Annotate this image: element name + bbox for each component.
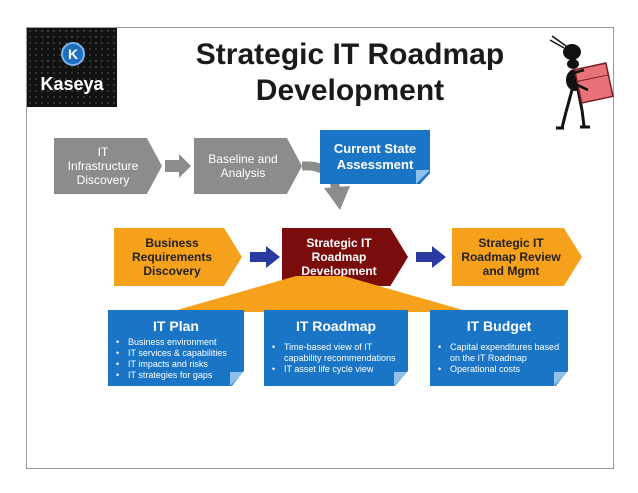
business-requirements-step: Business Requirements Discovery <box>114 228 242 286</box>
baseline-and-analysis-label: Baseline and Analysis <box>208 152 278 180</box>
it-budget-list: Capital expenditures based on the IT Roa… <box>436 342 562 375</box>
it-budget-title: IT Budget <box>466 318 532 334</box>
list-item: IT impacts and risks <box>114 359 238 370</box>
it-plan-title: IT Plan <box>153 318 199 334</box>
it-budget-card: IT Budget Capital expenditures based on … <box>430 310 568 386</box>
current-state-assessment-card: Current State Assessment <box>320 130 430 184</box>
it-infrastructure-discovery-label: IT Infrastructure Discovery <box>67 145 139 187</box>
kaseya-logo: K Kaseya <box>27 28 117 107</box>
list-item: Business environment <box>114 337 238 348</box>
it-plan-list: Business environment IT services & capab… <box>114 337 238 381</box>
list-item: Time-based view of IT capability recomme… <box>270 342 402 364</box>
it-infrastructure-discovery-step: IT Infrastructure Discovery <box>54 138 162 194</box>
list-item: IT strategies for gaps <box>114 370 238 381</box>
roadmap-review-label: Strategic IT Roadmap Review and Mgmt <box>461 236 561 278</box>
list-item: Operational costs <box>436 364 562 375</box>
roadmap-review-step: Strategic IT Roadmap Review and Mgmt <box>452 228 582 286</box>
right-arrow-icon <box>165 154 191 178</box>
title-line-2: Development <box>255 74 445 107</box>
logo-wordmark: Kaseya <box>40 74 104 94</box>
strategic-roadmap-development-label: Strategic IT Roadmap Development <box>301 236 377 278</box>
list-item: IT asset life cycle view <box>270 364 402 375</box>
right-arrow-icon <box>250 246 280 268</box>
business-requirements-label: Business Requirements Discovery <box>131 236 213 278</box>
logo-dot-pattern <box>27 28 117 107</box>
title-line-1: Strategic IT Roadmap <box>195 38 505 71</box>
it-plan-card: IT Plan Business environment IT services… <box>108 310 244 386</box>
current-state-label: Current State Assessment <box>333 141 417 172</box>
list-item: Capital expenditures based on the IT Roa… <box>436 342 562 364</box>
kaseya-logo-icon: K <box>61 42 85 66</box>
right-arrow-icon <box>416 246 446 268</box>
list-item: IT services & capabilities <box>114 348 238 359</box>
it-roadmap-card: IT Roadmap Time-based view of IT capabil… <box>264 310 408 386</box>
baseline-and-analysis-step: Baseline and Analysis <box>194 138 302 194</box>
it-roadmap-title: IT Roadmap <box>295 318 377 334</box>
page-title: Strategic IT Roadmap Development <box>150 37 550 109</box>
it-roadmap-list: Time-based view of IT capability recomme… <box>270 342 402 375</box>
stick-figure-carrying-box-icon <box>549 35 614 130</box>
